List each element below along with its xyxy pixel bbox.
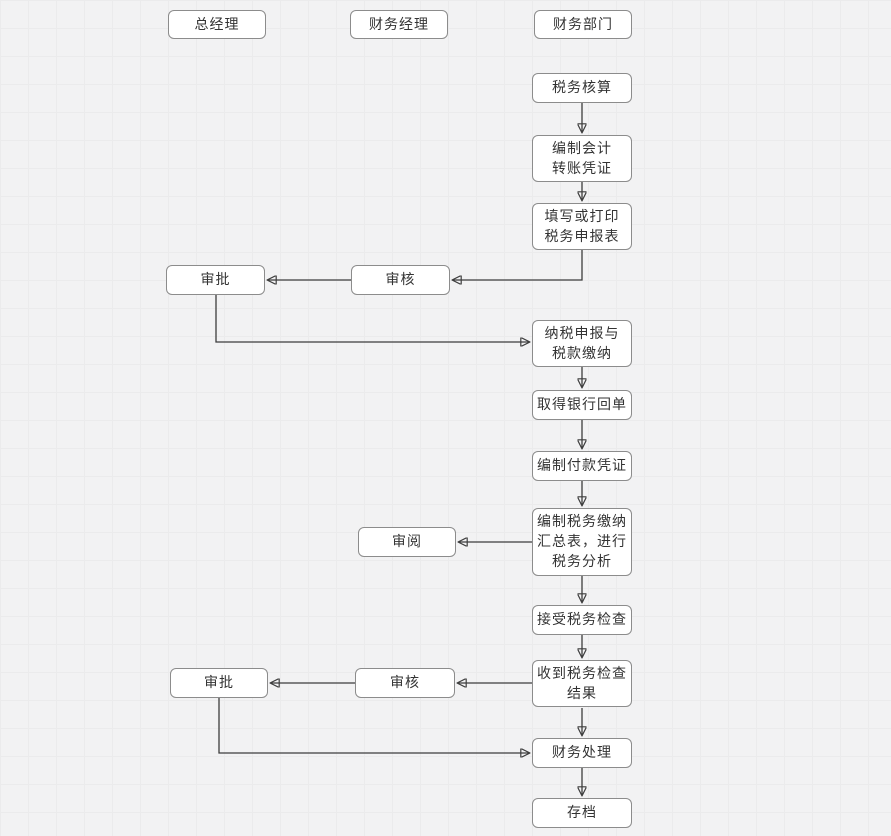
node-obtain-bank-receipt[interactable]: 取得银行回单 xyxy=(532,390,632,420)
node-prepare-payment-voucher[interactable]: 编制付款凭证 xyxy=(532,451,632,481)
node-approve-2[interactable]: 审批 xyxy=(170,668,268,698)
connector-approve2-to-financial-processing xyxy=(218,698,529,753)
node-review-2[interactable]: 审核 xyxy=(355,668,455,698)
node-tax-filing-payment[interactable]: 纳税申报与 税款缴纳 xyxy=(532,320,632,367)
node-financial-processing[interactable]: 财务处理 xyxy=(532,738,632,768)
node-approve-1[interactable]: 审批 xyxy=(166,265,265,295)
connector-tax-return-to-review1 xyxy=(453,250,583,280)
node-archive[interactable]: 存档 xyxy=(532,798,632,828)
lane-header-finance-manager[interactable]: 财务经理 xyxy=(350,10,448,39)
node-prepare-transfer-voucher[interactable]: 编制会计 转账凭证 xyxy=(532,135,632,182)
node-fill-print-tax-return[interactable]: 填写或打印 税务申报表 xyxy=(532,203,632,250)
node-receive-inspection-result[interactable]: 收到税务检查 结果 xyxy=(532,660,632,707)
lane-header-finance-department[interactable]: 财务部门 xyxy=(534,10,632,39)
node-accept-tax-inspection[interactable]: 接受税务检查 xyxy=(532,605,632,635)
node-prepare-tax-summary[interactable]: 编制税务缴纳 汇总表，进行 税务分析 xyxy=(532,508,632,576)
connector-approve1-to-tax-filing xyxy=(215,295,529,342)
node-tax-accounting[interactable]: 税务核算 xyxy=(532,73,632,103)
node-review-summary[interactable]: 审阅 xyxy=(358,527,456,557)
lane-header-general-manager[interactable]: 总经理 xyxy=(168,10,266,39)
node-review-1[interactable]: 审核 xyxy=(351,265,450,295)
